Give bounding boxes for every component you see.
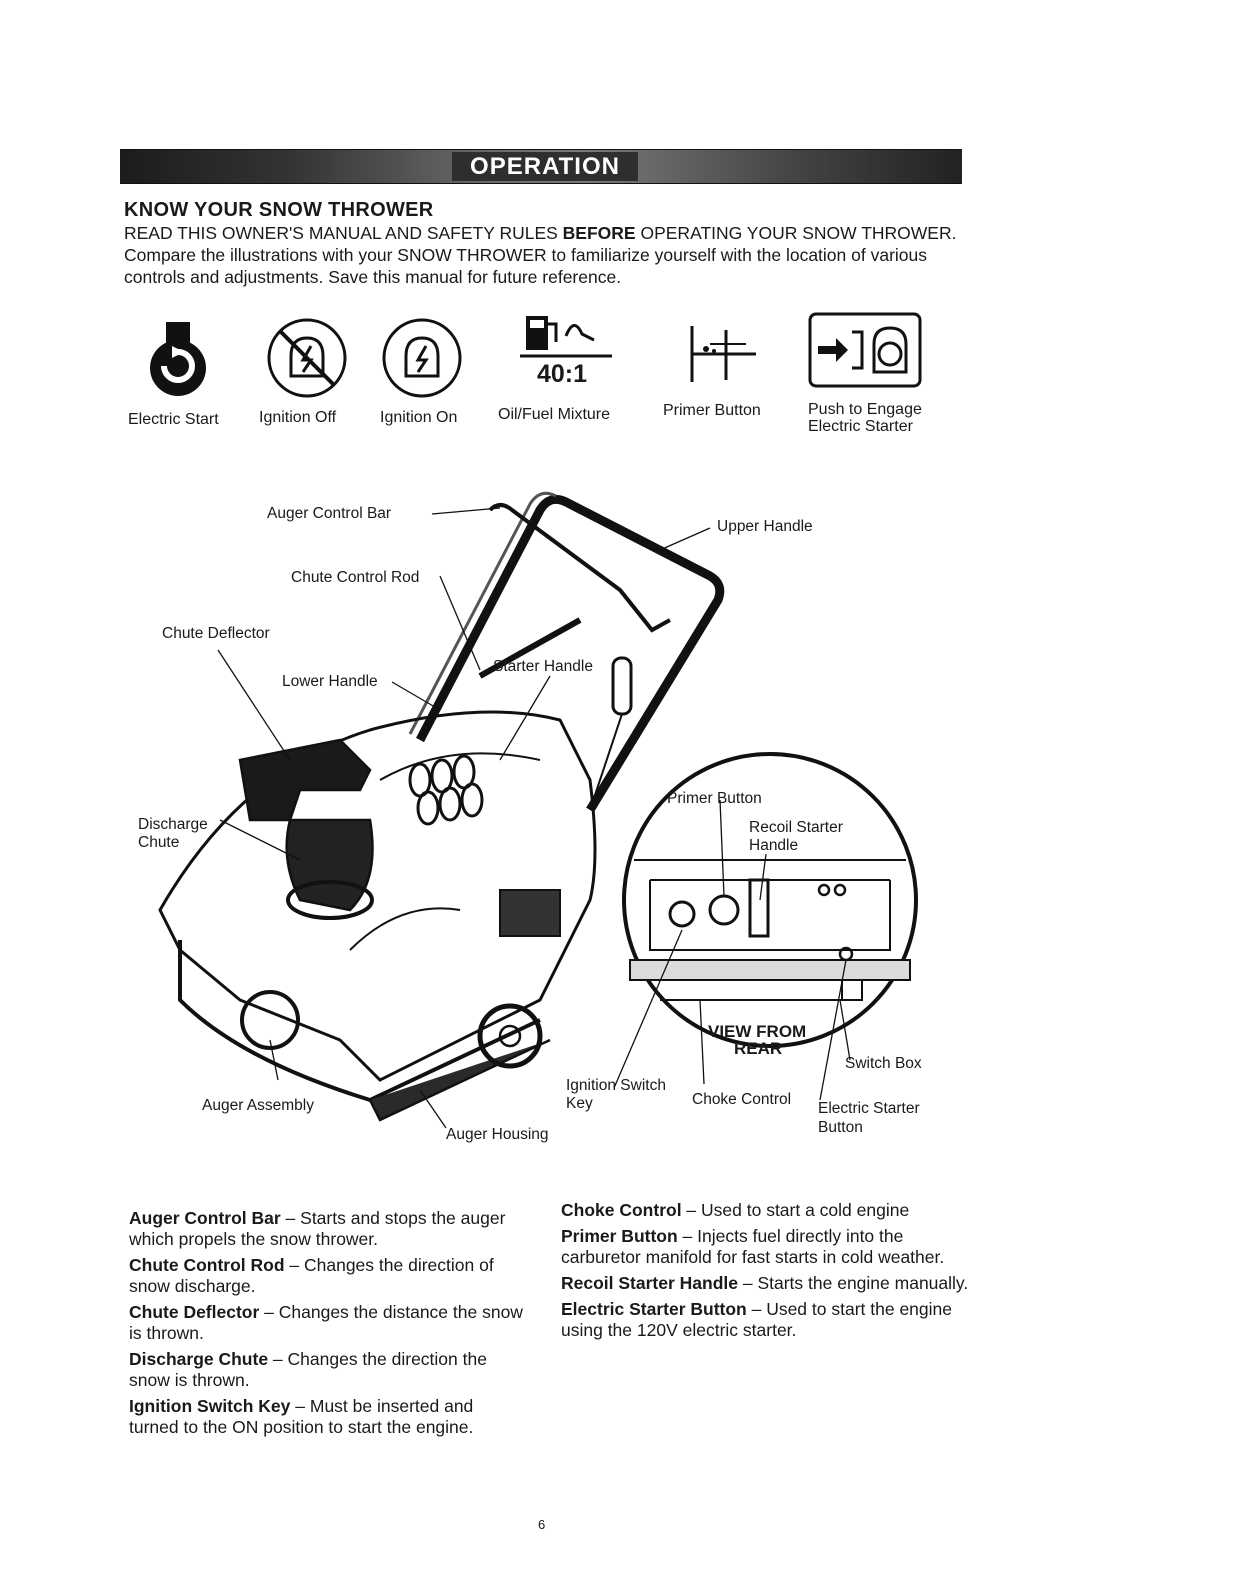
intro-emphasis: BEFORE	[562, 223, 636, 243]
descriptions-left-column: Auger Control Bar – Starts and stops the…	[129, 1208, 524, 1443]
callout-lower-handle: Lower Handle	[282, 673, 378, 690]
label-ignition-off: Ignition Off	[259, 409, 337, 426]
callout-auger-assembly: Auger Assembly	[202, 1097, 314, 1114]
page-title: OPERATION	[452, 152, 638, 181]
term-label: Ignition Switch Key	[129, 1396, 291, 1416]
term-label: Auger Control Bar	[129, 1208, 281, 1228]
label-ignition-on: Ignition On	[380, 409, 458, 426]
term-label: Chute Control Rod	[129, 1255, 285, 1275]
oil-fuel-ratio: 40:1	[537, 360, 588, 388]
callout-discharge-line1: Discharge	[138, 816, 208, 833]
label-push-line2: Electric Starter	[808, 418, 913, 435]
snow-thrower-illustration	[158, 491, 918, 1129]
section-heading: KNOW YOUR SNOW THROWER	[124, 199, 434, 221]
description-item: Primer Button – Injects fuel directly in…	[561, 1226, 971, 1268]
term-text: – Changes the direction the snow is thro…	[129, 1349, 487, 1390]
callout-chute-deflector: Chute Deflector	[162, 625, 270, 642]
description-item: Discharge Chute – Changes the direction …	[129, 1349, 524, 1391]
term-label: Choke Control	[561, 1200, 682, 1220]
fuel-pump-icon	[520, 316, 612, 358]
label-primer: Primer Button	[663, 402, 761, 419]
callout-switch-box: Switch Box	[845, 1055, 922, 1072]
term-text: – Changes the distance the snow is throw…	[129, 1302, 523, 1343]
callout-electric-button-line2: Button	[818, 1119, 863, 1136]
page-number: 6	[538, 1517, 546, 1532]
intro-paragraph: READ THIS OWNER'S MANUAL AND SAFETY RULE…	[124, 222, 964, 288]
callout-auger-control-bar: Auger Control Bar	[267, 505, 392, 522]
description-item: Ignition Switch Key – Must be inserted a…	[129, 1396, 524, 1438]
description-item: Choke Control – Used to start a cold eng…	[561, 1200, 971, 1221]
term-text: – Starts the engine manually.	[738, 1273, 969, 1293]
description-item: Chute Control Rod – Changes the directio…	[129, 1255, 524, 1297]
term-text: – Used to start a cold engine	[681, 1200, 910, 1220]
callout-auger-housing: Auger Housing	[446, 1126, 549, 1143]
term-text: – Used to start the engine using the 120…	[561, 1299, 953, 1340]
description-item: Electric Starter Button – Used to start …	[561, 1299, 971, 1341]
term-label: Recoil Starter Handle	[561, 1273, 738, 1293]
label-electric-start: Electric Start	[128, 411, 219, 428]
callout-view-line2: REAR	[734, 1039, 783, 1058]
callout-starter-handle: Starter Handle	[493, 658, 593, 675]
intro-text-1: READ THIS OWNER'S MANUAL AND SAFETY RULE…	[124, 223, 563, 243]
callout-upper-handle: Upper Handle	[717, 518, 813, 535]
callout-recoil-line1: Recoil Starter	[749, 819, 843, 836]
label-oil-fuel: Oil/Fuel Mixture	[498, 406, 611, 423]
callout-primer-button: Primer Button	[667, 790, 762, 807]
ignition-on-icon	[382, 318, 462, 398]
term-text: – Must be inserted and turned to the ON …	[129, 1396, 474, 1437]
descriptions-right-column: Choke Control – Used to start a cold eng…	[561, 1200, 971, 1346]
term-text: – Injects fuel directly into the carbure…	[561, 1226, 945, 1267]
intro-text-2: OPERATING YOUR SNOW THROWER. Compare the…	[124, 223, 957, 287]
description-item: Chute Deflector – Changes the distance t…	[129, 1302, 524, 1344]
label-push-line1: Push to Engage	[808, 401, 922, 418]
primer-icon	[690, 326, 756, 382]
description-item: Recoil Starter Handle – Starts the engin…	[561, 1273, 971, 1294]
term-label: Electric Starter Button	[561, 1299, 747, 1319]
term-text: – Starts and stops the auger which prope…	[129, 1208, 506, 1249]
electric-start-icon	[150, 322, 206, 396]
callout-chute-control-rod: Chute Control Rod	[291, 569, 420, 586]
term-label: Chute Deflector	[129, 1302, 260, 1322]
push-electric-starter-icon	[808, 312, 922, 388]
term-label: Discharge Chute	[129, 1349, 269, 1369]
term-label: Primer Button	[561, 1226, 678, 1246]
ignition-off-icon	[267, 318, 347, 398]
callout-discharge-line2: Chute	[138, 834, 180, 851]
callout-electric-button-line1: Electric Starter	[818, 1100, 920, 1117]
callout-choke-control: Choke Control	[692, 1091, 792, 1108]
callout-ignition-line1: Ignition Switch	[566, 1077, 666, 1094]
callout-view-line1: VIEW FROM	[708, 1022, 807, 1041]
callout-recoil-line2: Handle	[749, 837, 799, 854]
term-text: – Changes the direction of snow discharg…	[129, 1255, 494, 1296]
description-item: Auger Control Bar – Starts and stops the…	[129, 1208, 524, 1250]
callout-ignition-line2: Key	[566, 1095, 593, 1112]
